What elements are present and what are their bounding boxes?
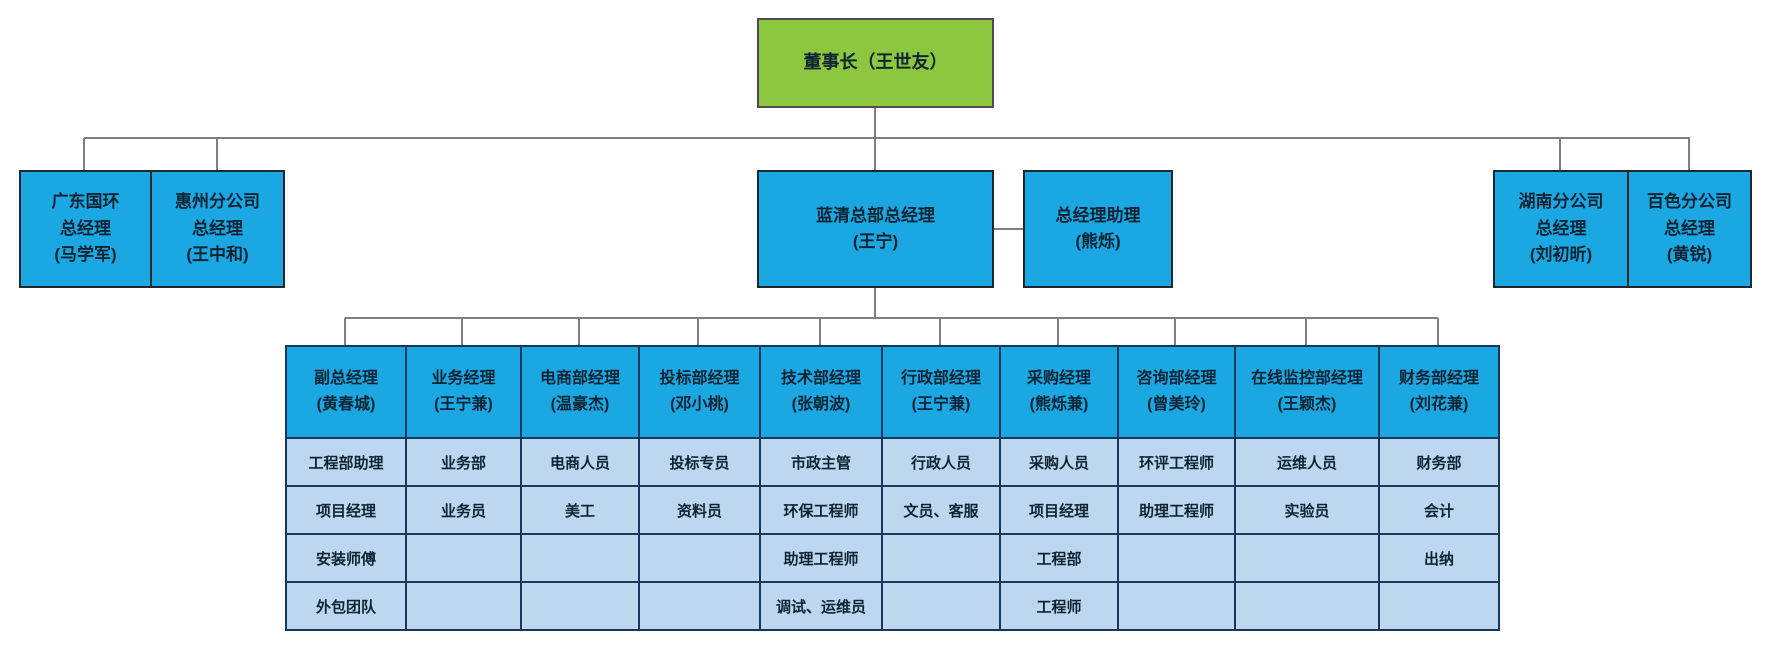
connector-drop-dept-1 [344, 318, 346, 345]
staff-cell: 业务部 [405, 437, 522, 487]
staff-cell: 市政主管 [759, 437, 883, 487]
connector-drop-dept-6 [939, 318, 941, 345]
staff-row-4: 外包团队 调试、运维员 工程师 [285, 581, 1500, 631]
staff-cell [638, 533, 761, 583]
dept-head-consulting-manager: 咨询部经理 (曾美玲) [1117, 345, 1236, 439]
staff-row-1: 工程部助理 业务部 电商人员 投标专员 市政主管 行政人员 采购人员 环评工程师… [285, 437, 1500, 487]
connector-drop-guangdong [83, 138, 85, 171]
staff-cell: 实验员 [1234, 485, 1380, 535]
connector-mid-vertical [874, 288, 876, 318]
connector-drop-dept-9 [1305, 318, 1307, 345]
staff-cell: 环保工程师 [759, 485, 883, 535]
connector-drop-dept-5 [819, 318, 821, 345]
connector-level2-horizontal [84, 137, 1690, 139]
connector-drop-huizhou [216, 138, 218, 171]
box-hunan-branch-gm-label: 湖南分公司 总经理 (刘初昕) [1518, 192, 1604, 265]
staff-cell: 投标专员 [638, 437, 761, 487]
staff-cell: 财务部 [1378, 437, 1500, 487]
connector-drop-dept-2 [461, 318, 463, 345]
staff-cell: 采购人员 [999, 437, 1119, 487]
staff-cell [881, 581, 1001, 631]
dept-head-ecommerce-manager: 电商部经理 (温豪杰) [520, 345, 640, 439]
staff-cell: 安装师傅 [285, 533, 407, 583]
staff-cell [1117, 581, 1236, 631]
staff-cell: 出纳 [1378, 533, 1500, 583]
department-head-row: 副总经理 (黄春城) 业务经理 (王宁兼) 电商部经理 (温豪杰) 投标部经理 … [285, 345, 1500, 439]
box-huizhou-branch-gm-label: 惠州分公司 总经理 (王中和) [175, 192, 260, 265]
box-chairman-label: 董事长（王世友） [803, 52, 948, 73]
staff-cell: 电商人员 [520, 437, 640, 487]
staff-cell: 外包团队 [285, 581, 407, 631]
staff-cell [405, 533, 522, 583]
connector-root-vertical [874, 107, 876, 138]
staff-cell [405, 581, 522, 631]
dept-head-finance-manager: 财务部经理 (刘花兼) [1378, 345, 1500, 439]
department-table: 副总经理 (黄春城) 业务经理 (王宁兼) 电商部经理 (温豪杰) 投标部经理 … [285, 345, 1500, 631]
connector-drop-dept-4 [697, 318, 699, 345]
box-gm-assistant: 总经理助理 (熊烁) [1023, 170, 1173, 288]
dept-head-technology-manager: 技术部经理 (张朝波) [759, 345, 883, 439]
dept-head-online-monitoring-manager: 在线监控部经理 (王颖杰) [1234, 345, 1380, 439]
staff-cell [1234, 533, 1380, 583]
staff-cell [1378, 581, 1500, 631]
dept-head-deputy-gm: 副总经理 (黄春城) [285, 345, 407, 439]
staff-cell: 会计 [1378, 485, 1500, 535]
staff-cell: 行政人员 [881, 437, 1001, 487]
box-baise-branch-gm-label: 百色分公司 总经理 (黄锐) [1647, 192, 1732, 265]
dept-head-bidding-manager: 投标部经理 (邓小桃) [638, 345, 761, 439]
connector-drop-dept-10 [1437, 318, 1439, 345]
box-lanqing-headquarters-gm: 蓝清总部总经理 (王宁) [757, 170, 994, 288]
staff-row-2: 项目经理 业务员 美工 资料员 环保工程师 文员、客服 项目经理 助理工程师 实… [285, 485, 1500, 535]
box-huizhou-branch-gm: 惠州分公司 总经理 (王中和) [150, 170, 285, 288]
staff-cell: 项目经理 [999, 485, 1119, 535]
connector-drop-headquarters [874, 138, 876, 171]
box-lanqing-headquarters-gm-label: 蓝清总部总经理 (王宁) [816, 205, 935, 251]
staff-cell: 资料员 [638, 485, 761, 535]
staff-cell: 项目经理 [285, 485, 407, 535]
staff-cell [1117, 533, 1236, 583]
box-guangdong-guohuan-gm: 广东国环 总经理 (马学军) [19, 170, 152, 288]
staff-cell [638, 581, 761, 631]
connector-drop-dept-3 [578, 318, 580, 345]
dept-head-admin-manager: 行政部经理 (王宁兼) [881, 345, 1001, 439]
staff-cell: 工程部助理 [285, 437, 407, 487]
connector-drop-baise [1688, 138, 1690, 171]
connector-assistant-horizontal [992, 228, 1025, 230]
box-guangdong-guohuan-gm-label: 广东国环 总经理 (马学军) [51, 192, 120, 265]
staff-cell: 助理工程师 [759, 533, 883, 583]
staff-cell: 环评工程师 [1117, 437, 1236, 487]
box-gm-assistant-label: 总经理助理 (熊烁) [1055, 205, 1141, 251]
staff-cell: 工程部 [999, 533, 1119, 583]
staff-cell: 美工 [520, 485, 640, 535]
staff-cell: 调试、运维员 [759, 581, 883, 631]
staff-cell: 运维人员 [1234, 437, 1380, 487]
dept-head-procurement-manager: 采购经理 (熊烁兼) [999, 345, 1119, 439]
box-chairman: 董事长（王世友） [757, 18, 994, 108]
staff-cell [520, 581, 640, 631]
staff-cell [520, 533, 640, 583]
staff-cell: 业务员 [405, 485, 522, 535]
box-baise-branch-gm: 百色分公司 总经理 (黄锐) [1627, 170, 1752, 288]
connector-departments-horizontal [345, 317, 1438, 319]
staff-cell: 助理工程师 [1117, 485, 1236, 535]
connector-drop-dept-8 [1174, 318, 1176, 345]
connector-drop-hunan [1559, 138, 1561, 171]
box-hunan-branch-gm: 湖南分公司 总经理 (刘初昕) [1493, 170, 1629, 288]
connector-drop-dept-7 [1057, 318, 1059, 345]
staff-cell [1234, 581, 1380, 631]
staff-cell [881, 533, 1001, 583]
staff-cell: 工程师 [999, 581, 1119, 631]
staff-cell: 文员、客服 [881, 485, 1001, 535]
dept-head-business-manager: 业务经理 (王宁兼) [405, 345, 522, 439]
staff-row-3: 安装师傅 助理工程师 工程部 出纳 [285, 533, 1500, 583]
